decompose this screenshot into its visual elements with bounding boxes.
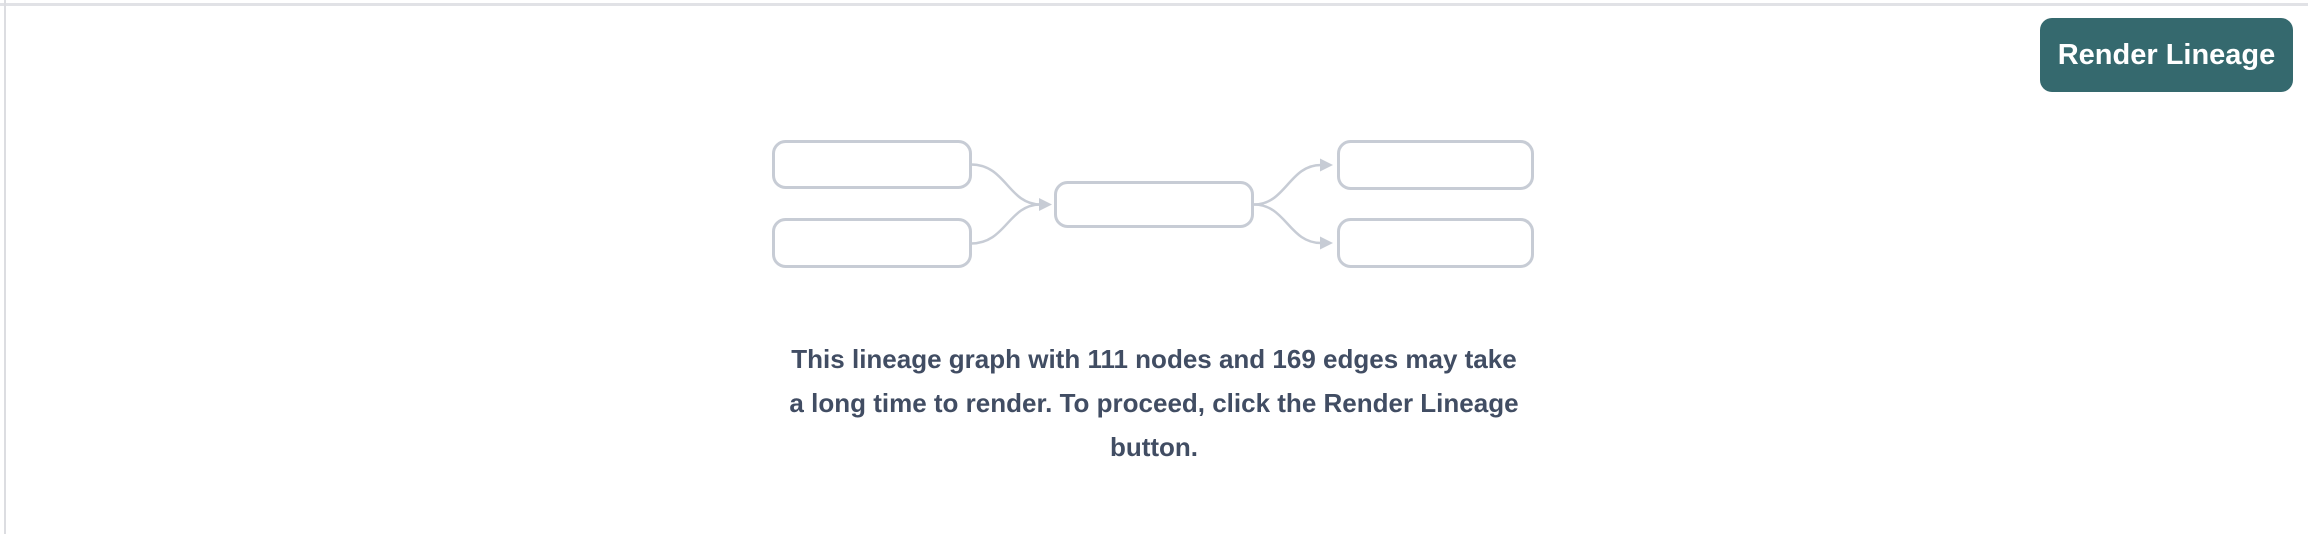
lineage-edge — [1253, 163, 1322, 206]
arrowhead-icon — [1320, 236, 1333, 250]
lineage-edge — [970, 203, 1041, 245]
lineage-node-box — [772, 140, 972, 189]
lineage-node-box — [1054, 181, 1254, 228]
lineage-edge — [1253, 203, 1322, 245]
lineage-node-box — [1337, 140, 1534, 190]
arrowhead-icon — [1320, 158, 1333, 172]
lineage-node-box — [1337, 218, 1534, 268]
lineage-node-box — [772, 218, 972, 268]
lineage-empty-state: This lineage graph with 111 nodes and 16… — [754, 130, 1554, 469]
warning-message-line: This lineage graph with 111 nodes and 16… — [791, 344, 1517, 374]
render-lineage-button[interactable]: Render Lineage — [2040, 18, 2293, 92]
lineage-edge — [970, 163, 1041, 206]
warning-message-line: button. — [1109, 432, 1199, 462]
lineage-graph-preview-icon — [772, 140, 1534, 268]
panel-top-border — [0, 3, 2308, 6]
lineage-warning-message: This lineage graph with 111 nodes and 16… — [789, 337, 1518, 469]
panel-left-border — [4, 0, 6, 534]
arrowhead-icon — [1039, 198, 1052, 211]
warning-message-line: a long time to render. To proceed, click… — [789, 388, 1519, 418]
